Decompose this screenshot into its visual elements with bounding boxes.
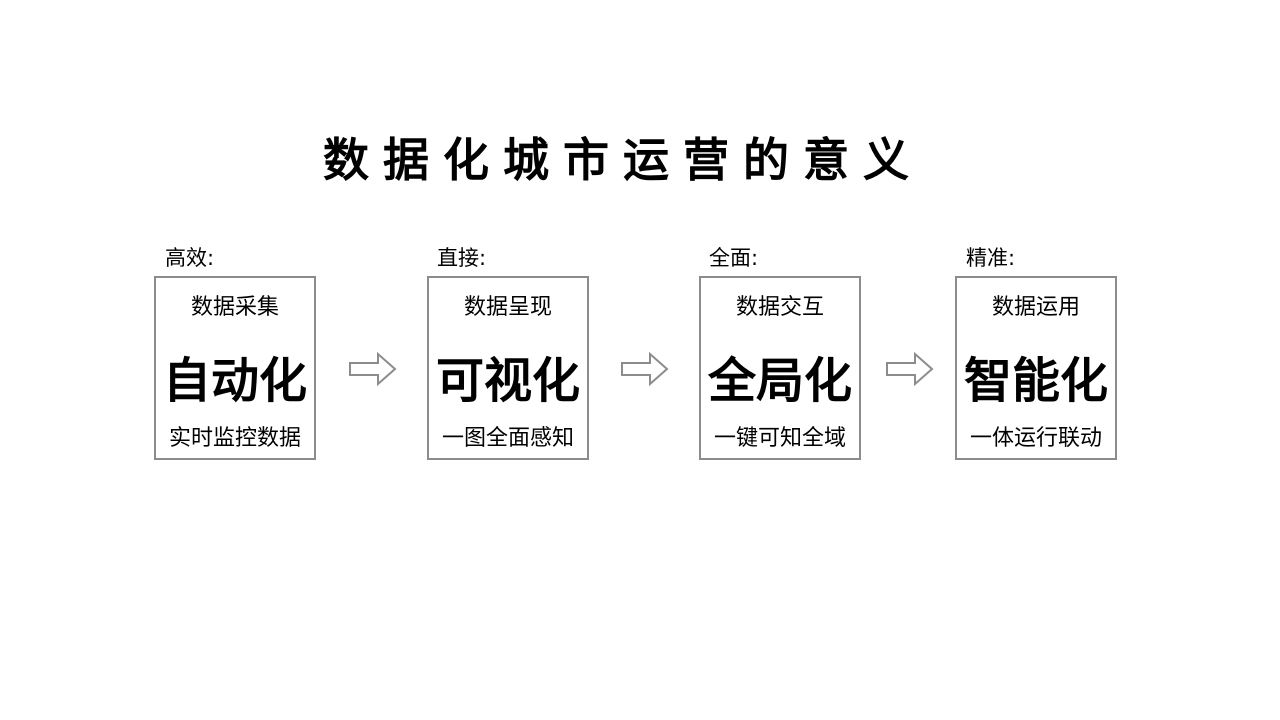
- step-4-tag: 精准:: [966, 246, 1016, 270]
- step-3-desc: 一键可知全域: [713, 426, 846, 451]
- step-2-card: 数据呈现 可视化 一图全面感知: [427, 276, 589, 460]
- right-arrow-icon: [886, 352, 934, 386]
- step-4-desc: 一体运行联动: [969, 426, 1102, 451]
- page-title: 数据化城市运营的意义: [323, 133, 923, 187]
- step-4-card: 数据运用 智能化 一体运行联动: [955, 276, 1117, 460]
- step-1-card: 数据采集 自动化 实时监控数据: [154, 276, 316, 460]
- step-1-sub: 数据采集: [190, 295, 279, 320]
- step-3-tag: 全面:: [709, 246, 759, 270]
- step-2-main: 可视化: [435, 353, 580, 409]
- step-4-main: 智能化: [963, 353, 1108, 409]
- step-2-sub: 数据呈现: [463, 295, 552, 320]
- right-arrow-icon: [621, 352, 669, 386]
- step-4-sub: 数据运用: [991, 295, 1080, 320]
- step-3-sub: 数据交互: [735, 295, 824, 320]
- step-1-main: 自动化: [162, 353, 307, 409]
- step-3-card: 数据交互 全局化 一键可知全域: [699, 276, 861, 460]
- step-2-tag: 直接:: [437, 246, 487, 270]
- step-1-tag: 高效:: [165, 246, 215, 270]
- right-arrow-icon: [349, 352, 397, 386]
- step-3-main: 全局化: [707, 353, 852, 409]
- step-2-desc: 一图全面感知: [441, 426, 574, 451]
- step-1-desc: 实时监控数据: [168, 426, 301, 451]
